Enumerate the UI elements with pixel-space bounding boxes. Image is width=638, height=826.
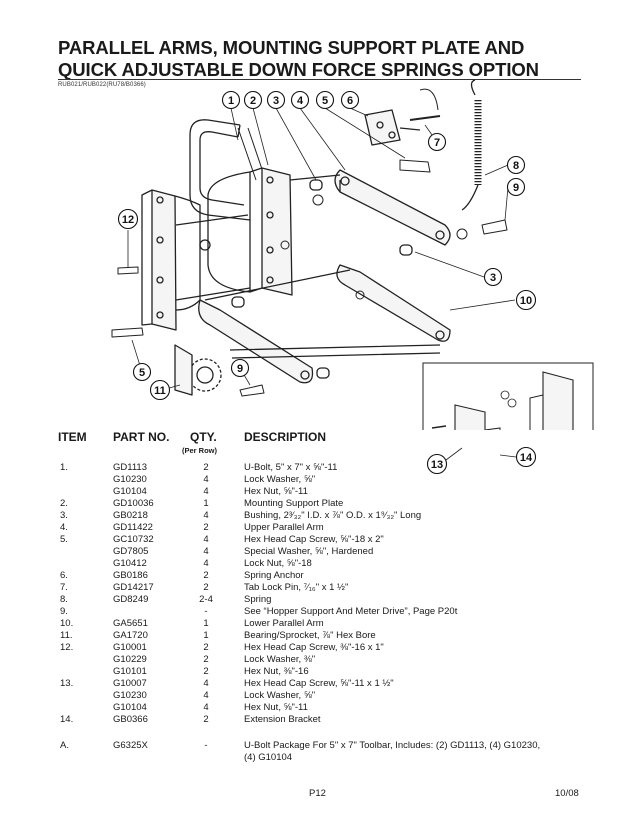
- drawing-reference-code: RUB021/RUB022(RU78/B0366): [58, 82, 146, 88]
- callout-10: 10: [515, 289, 537, 311]
- callout-9: 9: [506, 177, 526, 197]
- header-part-no: PART NO.: [113, 430, 170, 444]
- title-line-1: PARALLEL ARMS, MOUNTING SUPPORT PLATE AN…: [58, 37, 525, 58]
- header-item: ITEM: [58, 430, 87, 444]
- callout-2: 2: [243, 90, 263, 110]
- callout-3: 3: [266, 90, 286, 110]
- tab-lock-pin-drawing: [409, 88, 441, 121]
- callout-12: 12: [117, 208, 139, 230]
- header-qty-per-row: (Per Row): [182, 446, 218, 455]
- svg-text:1: 1: [228, 95, 234, 107]
- svg-text:9: 9: [513, 182, 519, 194]
- lower-parallel-arm-drawing: [198, 264, 451, 384]
- svg-text:6: 6: [347, 95, 353, 107]
- svg-text:4: 4: [297, 95, 304, 107]
- svg-text:3: 3: [490, 272, 496, 284]
- svg-text:9: 9: [237, 363, 243, 375]
- bushing-drawings: [231, 179, 413, 379]
- bolt-drawings: [111, 159, 508, 397]
- sprocket-drawing: [174, 344, 222, 396]
- svg-text:7: 7: [434, 137, 440, 149]
- u-bolt-drawing: [189, 119, 266, 221]
- header-description: DESCRIPTION: [244, 430, 327, 444]
- svg-text:5: 5: [322, 95, 328, 107]
- callout-4: 4: [290, 90, 310, 110]
- table-row: A.G6325X-U-Bolt Package For 5" x 7" Tool…: [60, 740, 541, 751]
- table-row: 9.-See “Hopper Support And Meter Drive”,…: [60, 606, 458, 617]
- callout-1: 1: [221, 90, 241, 110]
- callout-8: 8: [506, 155, 526, 175]
- callout-5b: 5: [132, 362, 152, 382]
- callout-7: 7: [427, 132, 447, 152]
- callout-9b: 9: [230, 358, 250, 378]
- callout-3b: 3: [483, 267, 503, 287]
- callout-6: 6: [340, 90, 360, 110]
- callout-5: 5: [315, 90, 335, 110]
- page-number: P12: [309, 788, 326, 799]
- svg-text:8: 8: [513, 160, 519, 172]
- spring-anchor-drawing: [364, 109, 421, 146]
- spring-drawing: [461, 79, 482, 211]
- header-qty: QTY.: [190, 430, 217, 444]
- parts-diagram: 1 2 3 4 5 6 7 8 9 12 3 10 5 11 9: [111, 79, 594, 430]
- svg-text:11: 11: [154, 385, 166, 397]
- callout-11: 11: [149, 379, 171, 401]
- title-line-2: QUICK ADJUSTABLE DOWN FORCE SPRINGS OPTI…: [58, 59, 539, 80]
- title-rule: [58, 79, 581, 80]
- page-title: PARALLEL ARMS, MOUNTING SUPPORT PLATE AN…: [58, 37, 598, 81]
- svg-text:10: 10: [520, 295, 532, 307]
- svg-text:5: 5: [139, 367, 145, 379]
- svg-text:2: 2: [250, 95, 256, 107]
- extension-bracket-inset: [422, 362, 594, 430]
- revision-date: 10/08: [555, 788, 579, 799]
- svg-text:12: 12: [122, 214, 134, 226]
- mounting-plate-drawing: [141, 167, 293, 331]
- table-row: (4) G10104: [244, 752, 293, 763]
- svg-text:3: 3: [273, 95, 279, 107]
- upper-parallel-arm-drawing: [289, 169, 451, 246]
